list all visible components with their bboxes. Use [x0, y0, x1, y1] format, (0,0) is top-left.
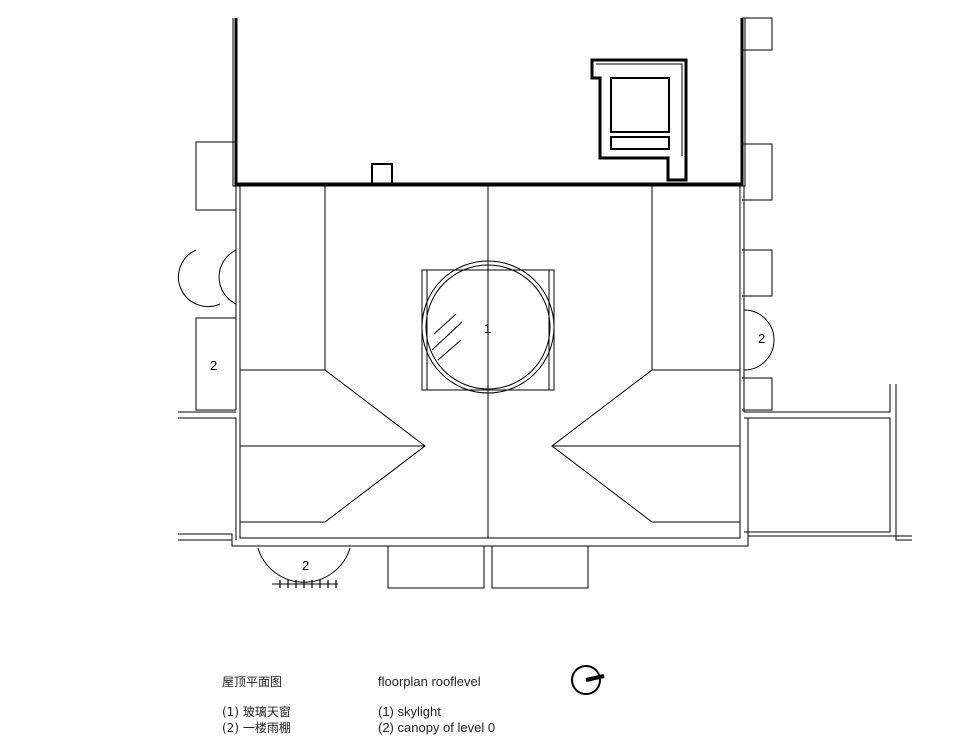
main-roof-outline [178, 186, 912, 547]
legend-title-cn: 屋顶平面图 [222, 675, 283, 689]
skylight [421, 260, 555, 394]
canopy-number-label-bottom: 2 [302, 558, 309, 573]
entry-blocks [387, 545, 589, 589]
canopy-number-label-left: 2 [210, 358, 217, 373]
legend-item2-cn: (2) 一楼雨棚 [222, 721, 291, 735]
skylight-number-label: 1 [484, 321, 491, 336]
right-side-blocks [742, 17, 773, 411]
upper-building-outline [232, 18, 746, 187]
legend-item1-cn: (1) 玻璃天窗 [222, 705, 291, 719]
stair-core [590, 58, 688, 182]
left-side-blocks [195, 141, 236, 411]
legend-title-en: floorplan rooflevel [378, 674, 481, 689]
roof-slope-lines [240, 186, 740, 538]
north-arrow-icon [571, 665, 605, 695]
legend-item2-en: (2) canopy of level 0 [378, 720, 496, 735]
canopy-number-label-right: 2 [758, 331, 765, 346]
legend-item1-en: (1) skylight [378, 704, 441, 719]
canopies [177, 249, 775, 588]
